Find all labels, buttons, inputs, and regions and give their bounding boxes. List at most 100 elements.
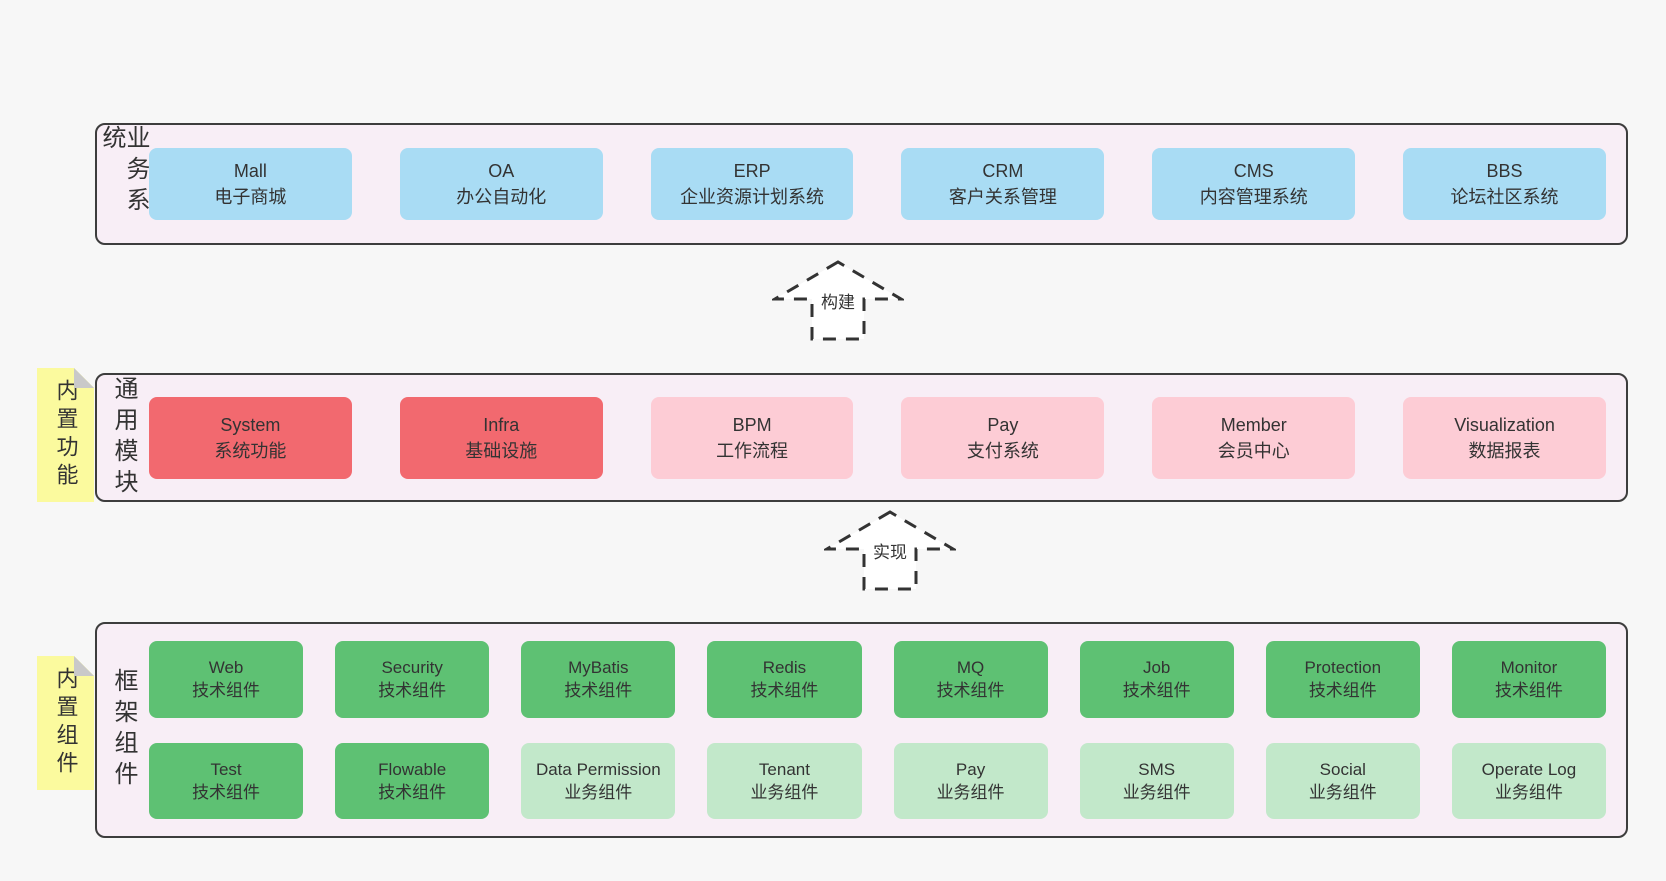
box-desc: 业务组件 [1494,782,1563,802]
box-name: CMS [1233,161,1274,181]
box-name: Visualization [1454,414,1555,435]
box-name: Web [208,658,244,678]
box-desc: 内容管理系统 [1199,187,1308,207]
box-oa: OA 办公自动化 [399,148,603,220]
box-desc: 技术组件 [1494,681,1563,701]
sticky-note-built-in-features: 内置功能 [37,368,94,502]
box-name: Redis [762,658,807,678]
box-desc: 技术组件 [750,681,819,701]
box-name: BPM [732,414,772,435]
box-desc: 技术组件 [192,681,261,701]
box-visualization: Visualization 数据报表 [1403,396,1606,479]
box-desc: 业务组件 [1308,782,1377,802]
box-desc: 办公自动化 [456,187,547,207]
sticky-note-text: 内置组件 [53,667,79,779]
sticky-note-built-in-components: 内置组件 [37,656,94,790]
panel-common-modules: 通用模块 System 系统功能 Infra 基础设施 BPM 工作流程 Pay… [95,373,1628,502]
panel-business-label-text: 业务系统 [98,125,149,218]
box-name: System [220,414,281,435]
box-desc: 工作流程 [716,440,789,461]
box-pay-component: Pay 业务组件 [893,742,1048,819]
box-name: SMS [1138,759,1176,779]
box-name: Test [210,759,242,779]
box-name: Data Permission [535,759,661,779]
box-desc: 技术组件 [378,681,447,701]
box-crm: CRM 客户关系管理 [901,148,1105,220]
box-desc: 电子商城 [214,187,287,207]
box-name: Pay [955,759,986,779]
modules-box-row: System 系统功能 Infra 基础设施 BPM 工作流程 Pay 支付系统… [149,375,1626,500]
box-system: System 系统功能 [149,396,352,479]
box-tenant: Tenant 业务组件 [707,742,862,819]
box-name: Member [1220,414,1287,435]
box-mybatis: MyBatis 技术组件 [521,641,676,718]
box-member: Member 会员中心 [1152,396,1356,479]
box-desc: 企业资源计划系统 [680,187,825,207]
box-name: Security [381,658,443,678]
box-name: Monitor [1500,658,1558,678]
box-desc: 论坛社区系统 [1450,187,1559,207]
box-name: Infra [483,414,520,435]
box-desc: 业务组件 [936,782,1005,802]
box-web: Web 技术组件 [149,641,304,718]
panel-modules-label: 通用模块 [97,375,149,500]
box-sms: SMS 业务组件 [1079,742,1234,819]
box-name: MQ [956,658,985,678]
box-name: Job [1142,658,1171,678]
box-erp: ERP 企业资源计划系统 [650,148,854,220]
box-desc: 业务组件 [1122,782,1191,802]
box-name: OA [488,161,515,181]
box-operate-log: Operate Log 业务组件 [1451,742,1606,819]
box-desc: 技术组件 [936,681,1005,701]
box-desc: 技术组件 [1122,681,1191,701]
box-desc: 数据报表 [1468,440,1541,461]
box-bbs: BBS 论坛社区系统 [1403,148,1606,220]
box-test: Test 技术组件 [149,742,304,819]
box-desc: 基础设施 [465,440,538,461]
box-desc: 会员中心 [1217,440,1290,461]
box-name: ERP [733,161,771,181]
box-name: Social [1319,759,1366,779]
sticky-note-text: 内置功能 [53,379,79,491]
business-box-row: Mall 电子商城 OA 办公自动化 ERP 企业资源计划系统 CRM 客户关系… [149,125,1626,243]
box-desc: 技术组件 [1308,681,1377,701]
box-data-permission: Data Permission 业务组件 [521,742,676,819]
box-desc: 技术组件 [378,782,447,802]
panel-components-label-text: 框架组件 [110,668,137,792]
box-redis: Redis 技术组件 [707,641,862,718]
box-desc: 系统功能 [214,440,287,461]
box-social: Social 业务组件 [1265,742,1420,819]
box-name: Flowable [378,759,447,779]
box-mall: Mall 电子商城 [149,148,352,220]
build-arrow: 构建 [772,259,904,343]
box-desc: 技术组件 [564,681,633,701]
box-pay-module: Pay 支付系统 [901,396,1105,479]
panel-framework-components: 框架组件 Web 技术组件 Security 技术组件 MyBatis 技术组件… [95,622,1628,838]
panel-components-label: 框架组件 [97,624,149,836]
box-name: Pay [987,414,1019,435]
box-security: Security 技术组件 [335,641,490,718]
box-desc: 业务组件 [564,782,633,802]
box-flowable: Flowable 技术组件 [335,742,490,819]
box-protection: Protection 技术组件 [1265,641,1420,718]
box-mq: MQ 技术组件 [893,641,1048,718]
box-desc: 技术组件 [192,782,261,802]
components-box-grid: Web 技术组件 Security 技术组件 MyBatis 技术组件 Redi… [149,624,1626,836]
build-arrow-label: 构建 [818,288,858,313]
implement-arrow: 实现 [824,509,956,593]
box-monitor: Monitor 技术组件 [1451,641,1606,718]
panel-business-systems: 业务系统 Mall 电子商城 OA 办公自动化 ERP 企业资源计划系统 CRM… [95,123,1628,245]
box-name: CRM [982,161,1024,181]
box-desc: 客户关系管理 [948,187,1057,207]
box-cms: CMS 内容管理系统 [1152,148,1356,220]
panel-modules-label-text: 通用模块 [110,375,137,500]
box-name: BBS [1486,161,1523,181]
panel-business-label: 业务系统 [97,125,149,243]
box-name: Tenant [758,759,810,779]
box-name: Protection [1304,658,1382,678]
box-desc: 支付系统 [966,440,1039,461]
box-name: Operate Log [1481,759,1577,779]
box-name: Mall [233,161,267,181]
box-job: Job 技术组件 [1079,641,1234,718]
